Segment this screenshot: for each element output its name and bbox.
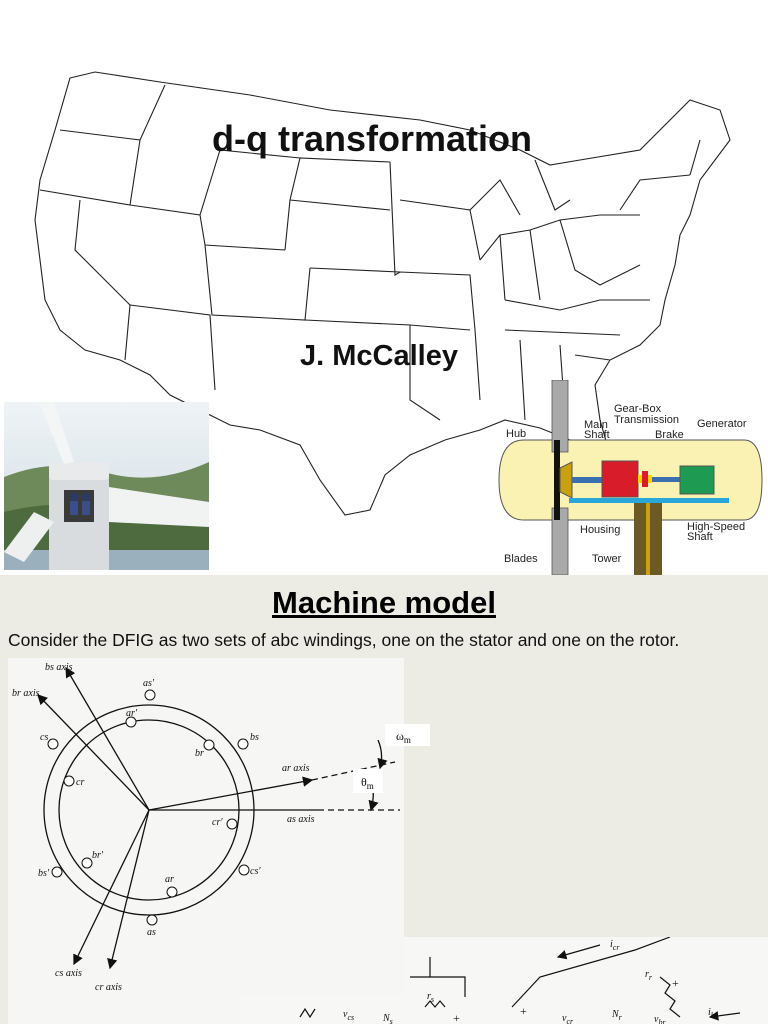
- nacelle-diagram: Gear-Box Transmission Main Shaft Brake G…: [498, 380, 763, 575]
- winding-bs-prime: bs′: [38, 868, 50, 879]
- high-speed-label-1: High-Speed: [687, 521, 745, 533]
- r-r-label: rr: [645, 969, 653, 982]
- winding-ar-prime: ar′: [126, 708, 138, 719]
- i-cr-label: icr: [610, 939, 620, 952]
- cr-axis-label: cr axis: [95, 982, 122, 993]
- omega-symbol: ωm: [396, 729, 411, 745]
- winding-bs: bs: [250, 732, 259, 743]
- slide-subtitle: Consider the DFIG as two sets of abc win…: [8, 630, 680, 650]
- main-shaft-label-1: Main: [584, 419, 608, 431]
- v-br-label: vbr: [654, 1014, 666, 1024]
- br-axis-label: br axis: [12, 688, 40, 699]
- winding-cr-prime: cr′: [212, 817, 223, 828]
- v-cs-label: vcs: [343, 1009, 354, 1022]
- winding-cs-prime: cs′: [250, 866, 261, 877]
- winding-ar: ar: [165, 874, 174, 885]
- title-slide: d-q transformation J. McCalley: [4, 71, 763, 575]
- gearbox-label-2: Transmission: [614, 414, 679, 426]
- winding-br-prime: br′: [92, 850, 104, 861]
- blades-label: Blades: [504, 553, 538, 565]
- n-r-label: Nr: [611, 1009, 623, 1022]
- winding-cs: cs: [40, 732, 48, 743]
- i-br-label: ibr: [708, 1007, 719, 1020]
- machine-model-slide: Machine model Consider the DFIG as two s…: [0, 575, 768, 1024]
- machine-windings-diagram: ωm θm bs axis br axis ar axis as axis cs…: [12, 662, 430, 993]
- theta-symbol: θm: [361, 775, 374, 791]
- v-cr-label: vcr: [562, 1013, 574, 1024]
- high-speed-label-2: Shaft: [687, 531, 713, 543]
- winding-br: br: [195, 748, 204, 759]
- winding-circuit: icr vcs Ns rs vcr Nr rr vbr ibr + + +: [299, 937, 741, 1024]
- n-s-label: Ns: [382, 1013, 393, 1024]
- machine-model-title: Machine model: [272, 585, 496, 620]
- bs-axis-label: bs axis: [45, 662, 73, 673]
- ar-axis-label: ar axis: [282, 763, 310, 774]
- r-s-label: rs: [427, 991, 434, 1004]
- housing-label: Housing: [580, 524, 620, 536]
- gearbox-label-1: Gear-Box: [614, 403, 662, 415]
- hub-label: Hub: [506, 428, 526, 440]
- author-name: J. McCalley: [300, 340, 458, 372]
- main-shaft-label-2: Shaft: [584, 429, 610, 441]
- as-axis-label: as axis: [287, 814, 315, 825]
- brake-label: Brake: [655, 429, 684, 441]
- cs-axis-label: cs axis: [55, 968, 82, 979]
- tower-label: Tower: [592, 553, 622, 565]
- plus-sign-mid: +: [520, 1004, 527, 1018]
- winding-as-prime: as′: [143, 678, 155, 689]
- turbine-photo: [4, 402, 209, 570]
- winding-as: as: [147, 927, 156, 938]
- plus-sign-left: +: [453, 1011, 460, 1024]
- slide-title: d-q transformation: [212, 118, 532, 159]
- winding-cr: cr: [76, 777, 84, 788]
- plus-sign-right: +: [672, 976, 679, 990]
- generator-label: Generator: [697, 418, 747, 430]
- scanned-circuit-bg-left: [240, 995, 410, 1024]
